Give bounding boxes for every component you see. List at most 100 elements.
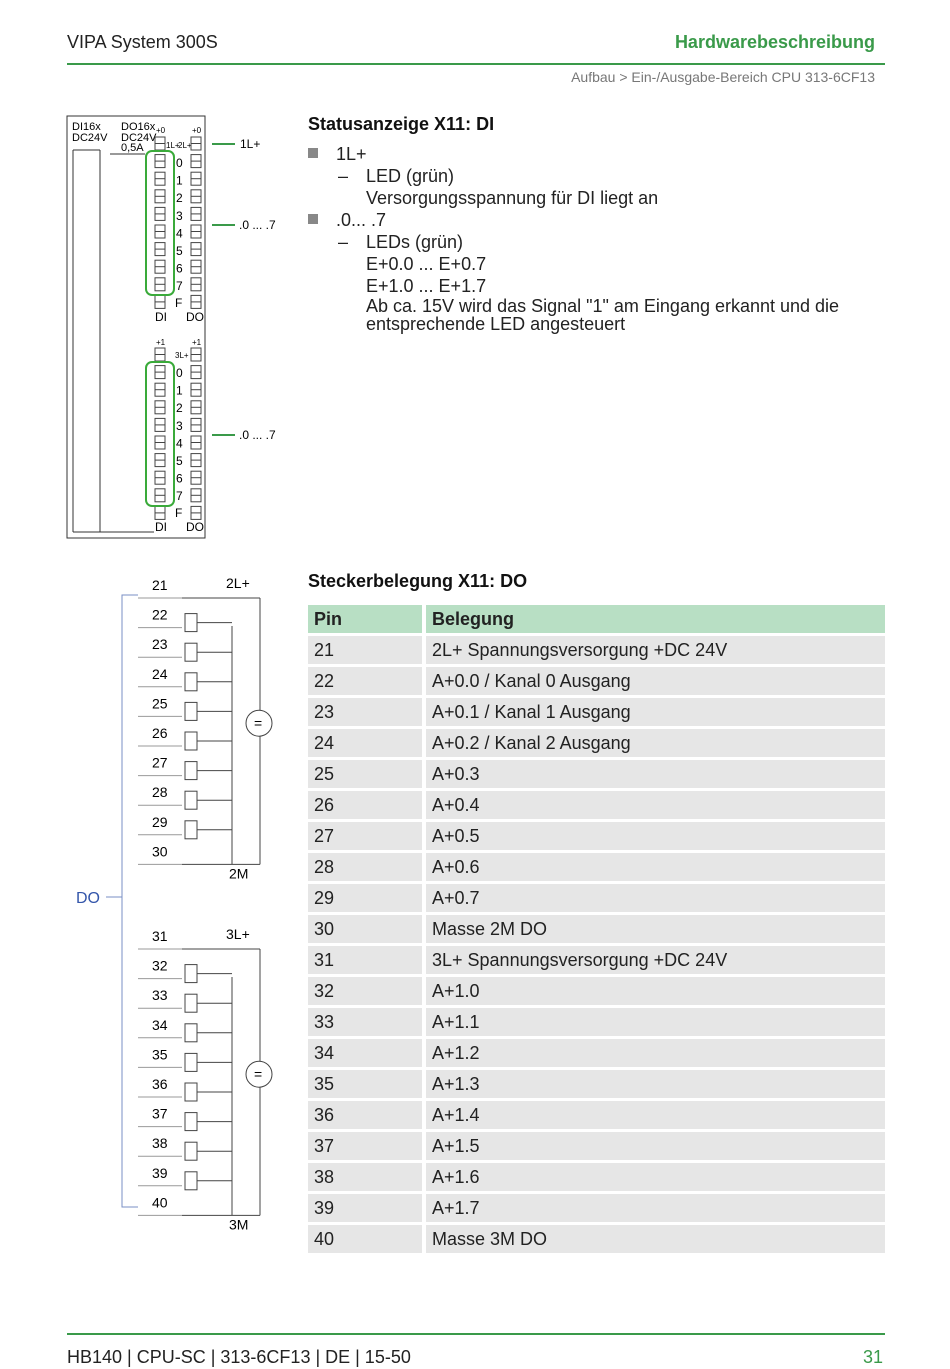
pin-label: 28 (152, 784, 168, 800)
assignment-cell: A+0.5 (426, 822, 885, 850)
dc-source-label: = (254, 715, 262, 731)
plus1-left: +1 (156, 338, 166, 347)
pin-cell: 21 (308, 636, 426, 664)
callout-range-top: .0 ... .7 (239, 218, 276, 232)
status-item1-dash: LED (grün) (366, 166, 455, 186)
pin-cell: 28 (308, 853, 426, 881)
ground-label: 2M (229, 865, 248, 881)
assignment-cell: A+1.1 (426, 1008, 885, 1036)
di-group-highlight (145, 361, 175, 507)
channel-number: 5 (176, 244, 183, 258)
dc-source-symbol (245, 1060, 273, 1088)
di-label-b: DC24V (72, 132, 108, 144)
di-bottom-label-bottom: DI (155, 520, 167, 534)
pin-cell: 27 (308, 822, 426, 850)
section-title: Hardwarebeschreibung (674, 32, 875, 52)
pin-label: 30 (152, 843, 168, 859)
status-item-range: .0... .7 (308, 209, 888, 231)
pin-cell: 26 (308, 791, 426, 819)
channel-number: 0 (176, 366, 183, 380)
pin-label: 32 (152, 958, 168, 974)
pin-cell: 23 (308, 698, 426, 726)
pin-label: 31 (152, 928, 168, 944)
module-led-diagram: DI16x DC24V DO16x DC24V 0,5A +0 +0 1L+ 2… (66, 115, 276, 539)
assignment-cell: A+1.4 (426, 1101, 885, 1129)
status-item2-line: entsprechende LED angesteuert (366, 314, 626, 334)
channel-number: 2 (176, 191, 183, 205)
assignment-cell: 3L+ Spannungsversorgung +DC 24V (426, 946, 885, 974)
channel-number: 6 (176, 262, 183, 276)
do-label-b: DC24V (121, 132, 157, 144)
status-item2-line: E+0.0 ... E+0.7 (366, 254, 487, 274)
channel-number: 4 (176, 436, 183, 450)
output-box (184, 1052, 198, 1072)
output-box (184, 820, 198, 840)
channel-number: 1 (176, 384, 183, 398)
status-item1-text: Versorgungsspannung für DI liegt an (366, 188, 659, 208)
channel-number: 3 (176, 419, 183, 433)
dc-source-symbol (245, 709, 273, 737)
assignment-cell: A+0.6 (426, 853, 885, 881)
output-box (184, 964, 198, 984)
column-header-pin: Pin (308, 605, 426, 633)
pin-label: 37 (152, 1106, 168, 1122)
status-item-1l: 1L+ (308, 143, 888, 165)
output-box (184, 1112, 198, 1132)
channel-number: 7 (176, 489, 183, 503)
pin-label: 23 (152, 636, 168, 652)
footer-doc-id: HB140 | CPU-SC | 313-6CF13 | DE | 15-50 (67, 1347, 411, 1367)
dash-icon: – (338, 166, 349, 186)
pin-label: 36 (152, 1076, 168, 1092)
channel-number: 6 (176, 472, 183, 486)
status-title: Statusanzeige X11: DI (308, 114, 495, 134)
output-box (184, 1023, 198, 1043)
pin-label: 29 (152, 814, 168, 830)
module-outline (66, 115, 206, 539)
assignment-cell: A+0.1 / Kanal 1 Ausgang (426, 698, 885, 726)
do-label-c: 0,5A (121, 142, 144, 154)
status-item2-line: E+1.0 ... E+1.7 (366, 276, 487, 296)
channel-number: 0 (176, 156, 183, 170)
di-bottom-label-top: DI (155, 310, 167, 324)
pin-label: 26 (152, 725, 168, 741)
do-label-a: DO16x (121, 121, 156, 133)
status-item2-label: .0... .7 (336, 210, 387, 230)
output-box (184, 672, 198, 692)
pin-label: 34 (152, 1017, 168, 1033)
bullet-icon (308, 214, 318, 224)
column-header-assignment: Belegung (426, 605, 885, 633)
supply-label: 2L+ (226, 575, 250, 591)
do-bracket (121, 594, 138, 1208)
status-item1-label: 1L+ (336, 144, 367, 164)
footer-divider (67, 1333, 885, 1335)
table-header-row: Pin Belegung (308, 605, 885, 633)
do-bottom-label-bottom: DO (186, 520, 204, 534)
assignment-cell: A+1.5 (426, 1132, 885, 1160)
channel-number: 5 (176, 454, 183, 468)
di-group-highlight (145, 150, 175, 296)
status-item2-line: Ab ca. 15V wird das Signal "1" am Eingan… (366, 296, 840, 316)
output-box (184, 790, 198, 810)
assignment-cell: A+1.3 (426, 1070, 885, 1098)
pin-cell: 31 (308, 946, 426, 974)
pin-label: 21 (152, 577, 168, 593)
assignment-cell: A+0.4 (426, 791, 885, 819)
output-box (184, 761, 198, 781)
l1-label: 1L+ (166, 141, 180, 150)
assignment-cell: Masse 2M DO (426, 915, 885, 943)
pin-label: 27 (152, 755, 168, 771)
pin-label: 38 (152, 1135, 168, 1151)
pin-label: 33 (152, 987, 168, 1003)
pin-cell: 39 (308, 1194, 426, 1222)
